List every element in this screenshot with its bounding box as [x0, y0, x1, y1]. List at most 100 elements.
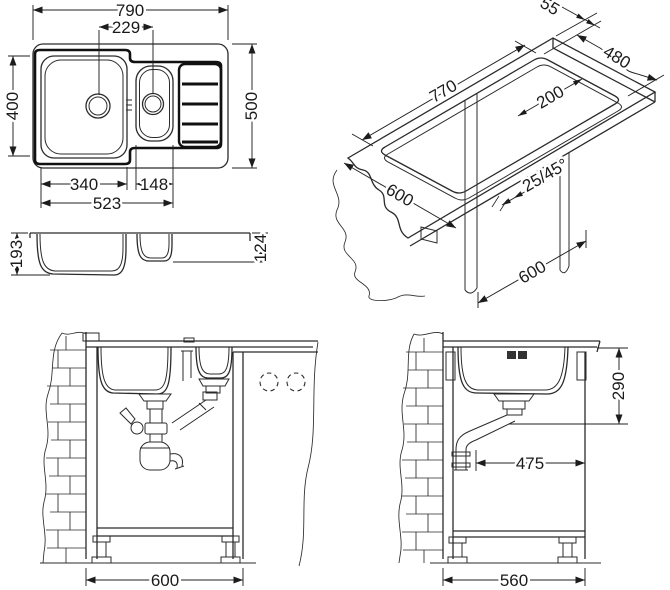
dim-ext-480: [627, 74, 665, 97]
plan-view: 790 229 400 500 340 148 523: [1, 0, 264, 216]
brick-joints: [57, 336, 71, 563]
arrow-chamfer-b: [514, 191, 523, 198]
dim-label-overall-depth: 500: [242, 92, 261, 120]
dim-ext-229: [98, 30, 154, 95]
cabinet-base-side: [453, 530, 585, 538]
section-main-bowl-inner: [39, 233, 124, 272]
drain-nut-side: [506, 408, 523, 416]
cabinet-feet-front: [91, 535, 241, 564]
brick-wall-front: [42, 331, 87, 564]
overflow-slot-a: [507, 351, 516, 359]
main-tailpipe: [149, 408, 163, 424]
half-bowl-front-inner: [198, 346, 230, 375]
dim-label-bowl-height: 400: [3, 92, 22, 120]
dim-label-cabinet-width-front: 600: [151, 571, 179, 590]
half-drain: [141, 92, 165, 116]
section-rim: [29, 232, 251, 241]
install-side-view: 290 475 560: [398, 332, 631, 590]
dim-line-600-cab: [477, 240, 587, 304]
half-bowl-inner: [139, 69, 170, 138]
waste-tee: [144, 422, 168, 435]
overflow-ticks: [126, 99, 132, 111]
pipe-ring-a: [451, 451, 471, 457]
dim-label-main-depth: 193: [7, 240, 26, 268]
cabinet-feet-side: [447, 536, 578, 564]
dim-line-600-depth: [343, 162, 457, 229]
dim-ext-55: [543, 12, 602, 55]
cutout-hole-thickness: [384, 64, 622, 201]
cabinet-right-panel: [232, 351, 318, 559]
main-drain-basket: [146, 400, 164, 410]
dim-label-bowls-width: 523: [93, 194, 121, 213]
dim-label-cabinet-depth: 560: [500, 571, 528, 590]
dim-label-outlet-offset: 475: [516, 454, 544, 473]
wall-top-edge: [61, 331, 87, 335]
worktop-front: [86, 340, 318, 348]
dim-ext-bottom: [40, 145, 174, 208]
worktop-side: [443, 340, 601, 353]
cabinet-left-wall-side: [442, 332, 454, 559]
main-bowl-inner: [44, 59, 124, 155]
main-bowl: [40, 55, 128, 159]
wall-torn-edge: [42, 332, 63, 564]
bowl-side-inner: [460, 346, 566, 391]
torn-edge: [332, 169, 426, 302]
pipe-ring-b: [451, 462, 471, 468]
arrow-200-a: [518, 109, 527, 116]
trap-neck: [149, 434, 163, 442]
arrow-55-b: [586, 19, 595, 26]
overflow-slot-b: [518, 351, 527, 359]
dim-label-trap-height: 290: [609, 372, 628, 400]
main-drain-flange: [138, 393, 172, 402]
section-half-bowl: [136, 233, 173, 262]
arrow-55-a: [576, 13, 585, 20]
overflow-top: [183, 337, 195, 343]
waste-plumbing-front: [119, 378, 230, 471]
cabinet-left-wall: [85, 332, 98, 559]
dim-line-770: [361, 44, 526, 141]
drainer-ribs: [182, 82, 218, 144]
overflow-pipe: [181, 350, 193, 381]
main-bowl-front: [97, 346, 172, 395]
dim-label-edge-offset: 55: [537, 0, 563, 19]
wall-torn-edge-side: [398, 333, 415, 564]
drain-flange-side: [493, 393, 535, 402]
cutout-hole: [380, 57, 620, 194]
cutout-3d-view: 770 55 480 200 600 25/45° 600: [332, 0, 665, 308]
brick-courses-side: [402, 351, 443, 551]
bottle-trap: [139, 441, 171, 471]
waste-plumbing-side: [451, 393, 535, 471]
arrow-chamfer-a: [502, 198, 511, 205]
main-drain: [85, 93, 111, 119]
wall-top-edge-side: [413, 332, 444, 336]
fixing-clip-side-left: [445, 351, 456, 381]
half-drain-basket: [205, 385, 221, 394]
cabinet-base-front: [97, 527, 233, 537]
dim-label-cabinet-width-3d: 600: [515, 257, 549, 288]
install-front-view: 600: [40, 331, 319, 590]
dim-label-half-bowl-width: 148: [140, 175, 168, 194]
sink-outer-edge: [32, 43, 229, 169]
main-drain-inner: [88, 96, 108, 116]
broken-corner-piece: [420, 226, 438, 244]
knockout-hole-2: [286, 372, 306, 392]
half-bowl-front: [195, 346, 233, 379]
dim-line-200: [517, 78, 583, 117]
section-half-bowl-inner: [139, 233, 170, 259]
brick-joints-side: [415, 338, 429, 563]
dim-label-main-bowl-width: 340: [70, 175, 98, 194]
arrow-200-b: [573, 79, 582, 86]
dim-label-half-depth: 124: [251, 234, 270, 262]
half-drain-flange: [198, 378, 230, 387]
panel-torn-edge: [298, 341, 319, 567]
half-tailpipe: [202, 391, 218, 401]
knockout-hole-1: [259, 372, 279, 392]
outlet-pipe-side: [454, 414, 516, 471]
connecting-pipe: [171, 399, 215, 431]
drainer: [177, 62, 223, 149]
dim-label-drain-centres: 229: [112, 18, 140, 37]
fixing-clip-side-right: [576, 351, 587, 381]
valve-spout: [119, 407, 136, 425]
